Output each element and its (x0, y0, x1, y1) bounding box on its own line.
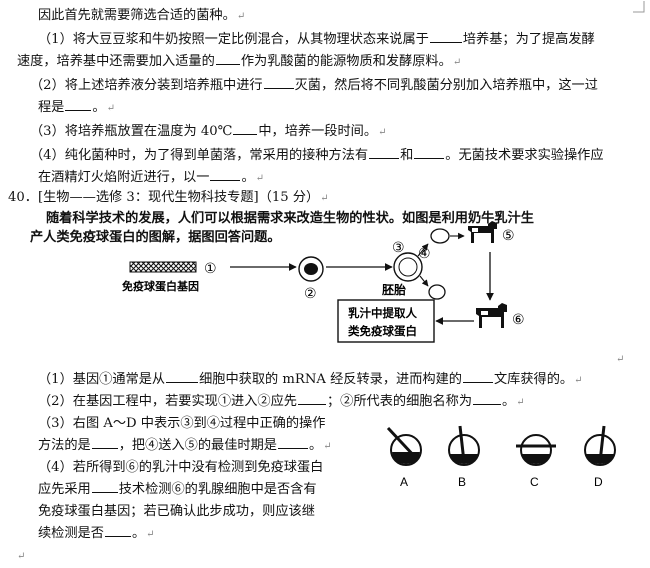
question-40-part-1: （1）基因①通常是从细胞中获取的 mRNA 经反转录，进而构建的文库获得的。↵ (38, 370, 583, 387)
cow-icon (476, 303, 507, 328)
answer-blank[interactable] (263, 76, 294, 89)
question-40-header: 40．[生物——选修 3：现代生物科技专题]（15 分）↵ (8, 190, 329, 205)
embryo-icon (393, 252, 423, 282)
answer-blank[interactable] (104, 524, 131, 537)
svg-text:↵: ↵ (616, 354, 624, 365)
split-embryo-icon (430, 228, 450, 244)
option-d-dish-icon (584, 425, 616, 466)
option-c-label: C (530, 475, 539, 489)
text-line-s4b: 应先采用技术检测⑥的乳腺细胞中是否含有 (38, 480, 317, 497)
corner-mark-icon (633, 1, 645, 13)
label-5: ⑤ (502, 227, 515, 243)
question-39-part-4: （4）纯化菌种时，为了得到单菌落，常采用的接种方法有和。无菌技术要求实验操作应 (30, 146, 604, 163)
option-d-label: D (594, 475, 603, 489)
gene-label: 免疫球蛋白基因 (122, 279, 199, 293)
answer-blank[interactable] (429, 30, 462, 43)
label-1: ① (204, 260, 217, 276)
text-line-s4d: 免疫球蛋白基因；若已确认此步成功，则应该继 (38, 504, 315, 519)
question-40-part-2: （2）在基因工程中，若要实现①进入②应先；②所代表的细胞名称为。↵ (38, 392, 525, 409)
answer-blank[interactable] (278, 436, 308, 449)
label-3: ③ (392, 239, 405, 255)
label-2: ② (304, 285, 317, 301)
box-line-1: 乳汁中提取人 (348, 306, 417, 320)
embryo-label: 胚胎 (382, 282, 406, 297)
answer-blank[interactable] (91, 436, 118, 449)
split-embryo-icon (428, 284, 446, 300)
text-line-s4e: 续检测是否。↵ (38, 524, 155, 541)
answer-blank[interactable] (369, 146, 400, 159)
question-39-part-2: （2）将上述培养液分装到培养瓶中进行灭菌，然后将不同乳酸菌分别加入培养瓶中，这一… (30, 76, 598, 93)
text-line-3: 速度，培养基中还需要加入适量的作为乳酸菌的能源物质和发酵原料。↵ (17, 52, 462, 69)
cow-icon (468, 221, 497, 243)
options-figure: A B C D (386, 425, 616, 489)
question-40-part-4: （4）若所得到⑥的乳汁中没有检测到免疫球蛋白 (38, 460, 324, 475)
cell-icon (298, 256, 324, 282)
answer-blank[interactable] (65, 98, 92, 111)
label-6: ⑥ (512, 311, 525, 327)
text-line-8: 在酒精灯火焰附近进行，以一。↵ (38, 168, 265, 185)
question-39-part-1: （1）将大豆豆浆和牛奶按照一定比例混合，从其物理状态来说属于培养基；为了提高发酵 (38, 30, 595, 47)
box-line-2: 类免疫球蛋白 (348, 324, 417, 338)
intro-line-2: 产人类免疫球蛋白的图解，据图回答问题。 (30, 230, 281, 245)
gene-bar-icon (129, 261, 197, 273)
answer-blank[interactable] (473, 392, 502, 405)
text-line-5: 程是。↵ (38, 98, 115, 115)
trailing-return-mark: ↵ (17, 551, 26, 562)
process-diagram: ① 免疫球蛋白基因 ② 胚胎 ③ ④ ⑤ ⑥ 乳汁中提取人 类免疫球蛋白 ↵ (122, 221, 624, 365)
answer-blank[interactable] (414, 146, 445, 159)
answer-blank[interactable] (91, 480, 118, 493)
answer-blank[interactable] (166, 370, 199, 383)
option-b-dish-icon (448, 425, 480, 466)
answer-blank[interactable] (297, 392, 326, 405)
text-line-1: 因此首先就需要筛选合适的菌种。↵ (38, 8, 246, 23)
intro-line-1: 随着科学技术的发展，人们可以根据需求来改造生物的性状。如图是利用奶牛乳汁生 (46, 211, 534, 226)
answer-blank[interactable] (210, 168, 241, 181)
answer-blank[interactable] (215, 52, 240, 65)
question-40-part-3: （3）右图 A～D 中表示③到④过程中正确的操作 (38, 416, 326, 431)
option-b-label: B (458, 475, 466, 489)
option-a-label: A (400, 475, 408, 489)
answer-blank[interactable] (462, 370, 493, 383)
option-c-dish-icon (516, 434, 556, 466)
result-box (337, 299, 435, 343)
text-line-s3b: 方法的是，把④送入⑤的最佳时期是。↵ (38, 436, 332, 453)
answer-blank[interactable] (233, 122, 258, 135)
option-a-dish-icon (386, 426, 422, 466)
